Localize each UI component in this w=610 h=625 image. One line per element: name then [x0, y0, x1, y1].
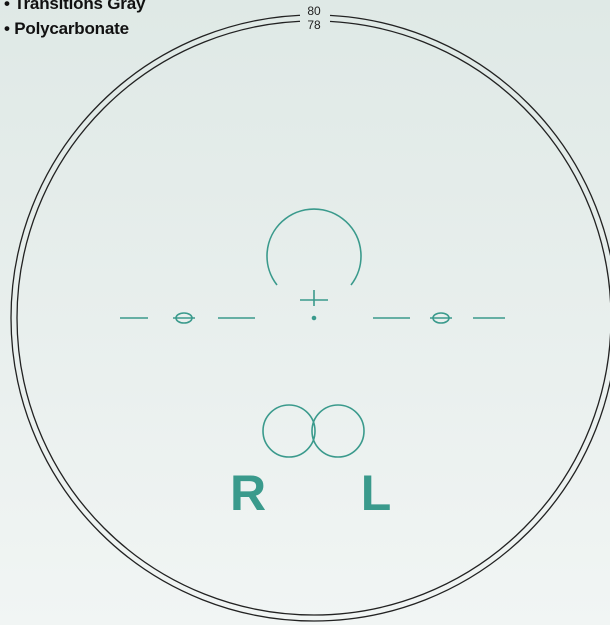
spec-item-material-tint: • Transitions Gray	[4, 0, 146, 13]
diameter-label-background	[300, 4, 330, 30]
lens-markings	[120, 208, 505, 458]
inner-diameter-label: 78	[307, 18, 321, 32]
right-eye-label: R	[230, 465, 266, 521]
outer-lens-ring	[10, 14, 610, 622]
spec-list: • Transitions Gray • Polycarbonate	[4, 0, 145, 41]
right-eye-circle	[262, 404, 316, 458]
spec-item-material: • Polycarbonate	[4, 19, 129, 38]
left-eye-label: L	[361, 465, 392, 521]
fitting-arc	[266, 208, 362, 286]
prism-reference-dot	[311, 315, 317, 321]
outer-diameter-label: 80	[307, 4, 321, 18]
left-eye-circle	[311, 404, 365, 458]
